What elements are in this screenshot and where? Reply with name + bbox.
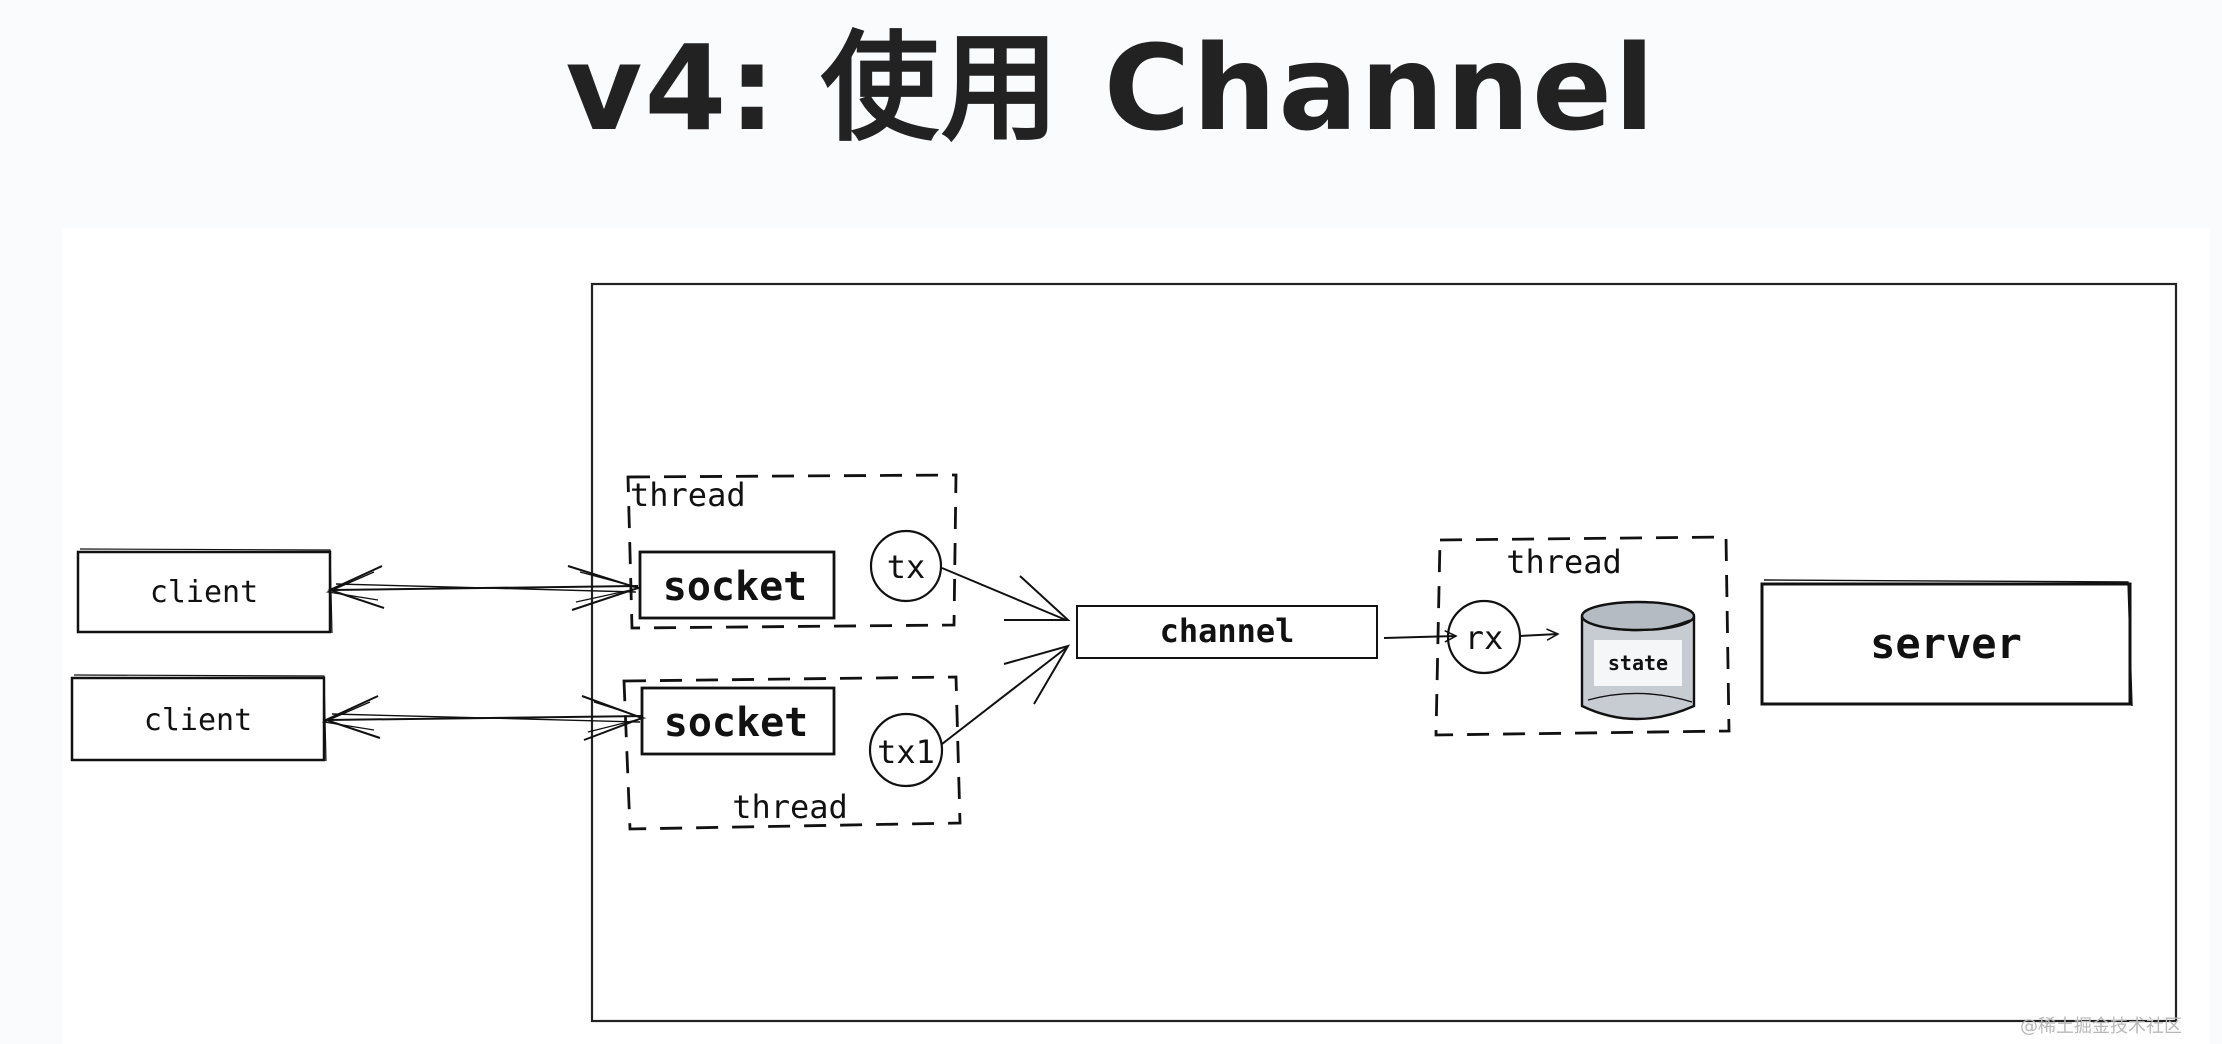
rx-to-state-arrow	[1519, 634, 1558, 636]
socket-box-top	[638, 550, 836, 620]
process-boundary	[590, 282, 2178, 1023]
slide-title: v4: 使用 Channel	[565, 19, 1657, 157]
thread-label-right: thread	[1506, 543, 1622, 581]
server-node: server	[1760, 579, 2133, 707]
channel-node: channel	[1076, 605, 1378, 659]
thread-group-right: thread rx state	[1434, 535, 1731, 737]
thread-label-bottom: thread	[732, 788, 848, 826]
client-node-top: client	[76, 548, 333, 634]
socket-label-bottom: socket	[664, 700, 809, 746]
state-store: state	[1580, 600, 1696, 721]
state-label: state	[1608, 651, 1668, 675]
rx-label: rx	[1465, 619, 1504, 657]
thread-label-top: thread	[630, 476, 746, 514]
tx-node	[869, 529, 943, 603]
tx-label: tx	[887, 548, 926, 586]
client-node-bottom: client	[70, 674, 327, 762]
thread-group-top: thread socket tx	[626, 473, 958, 630]
channel-label: channel	[1160, 612, 1295, 650]
tx1-label: tx1	[877, 733, 935, 771]
tx1-to-channel-arrow	[941, 644, 1071, 745]
client-socket-link-top	[325, 565, 642, 611]
thread-group-bottom: socket tx1 thread	[622, 675, 962, 831]
client-socket-link-bottom	[321, 695, 647, 741]
tx-to-channel-arrow	[941, 567, 1071, 621]
socket-box-bottom	[640, 686, 836, 756]
client-label-bottom: client	[144, 703, 252, 738]
channel-to-rx-arrow	[1383, 636, 1456, 638]
watermark: @稀土掘金技术社区	[2020, 1016, 2182, 1037]
socket-label-top: socket	[663, 564, 808, 610]
server-label: server	[1870, 619, 2022, 668]
tx1-node	[868, 712, 944, 788]
client-label-top: client	[150, 575, 258, 610]
